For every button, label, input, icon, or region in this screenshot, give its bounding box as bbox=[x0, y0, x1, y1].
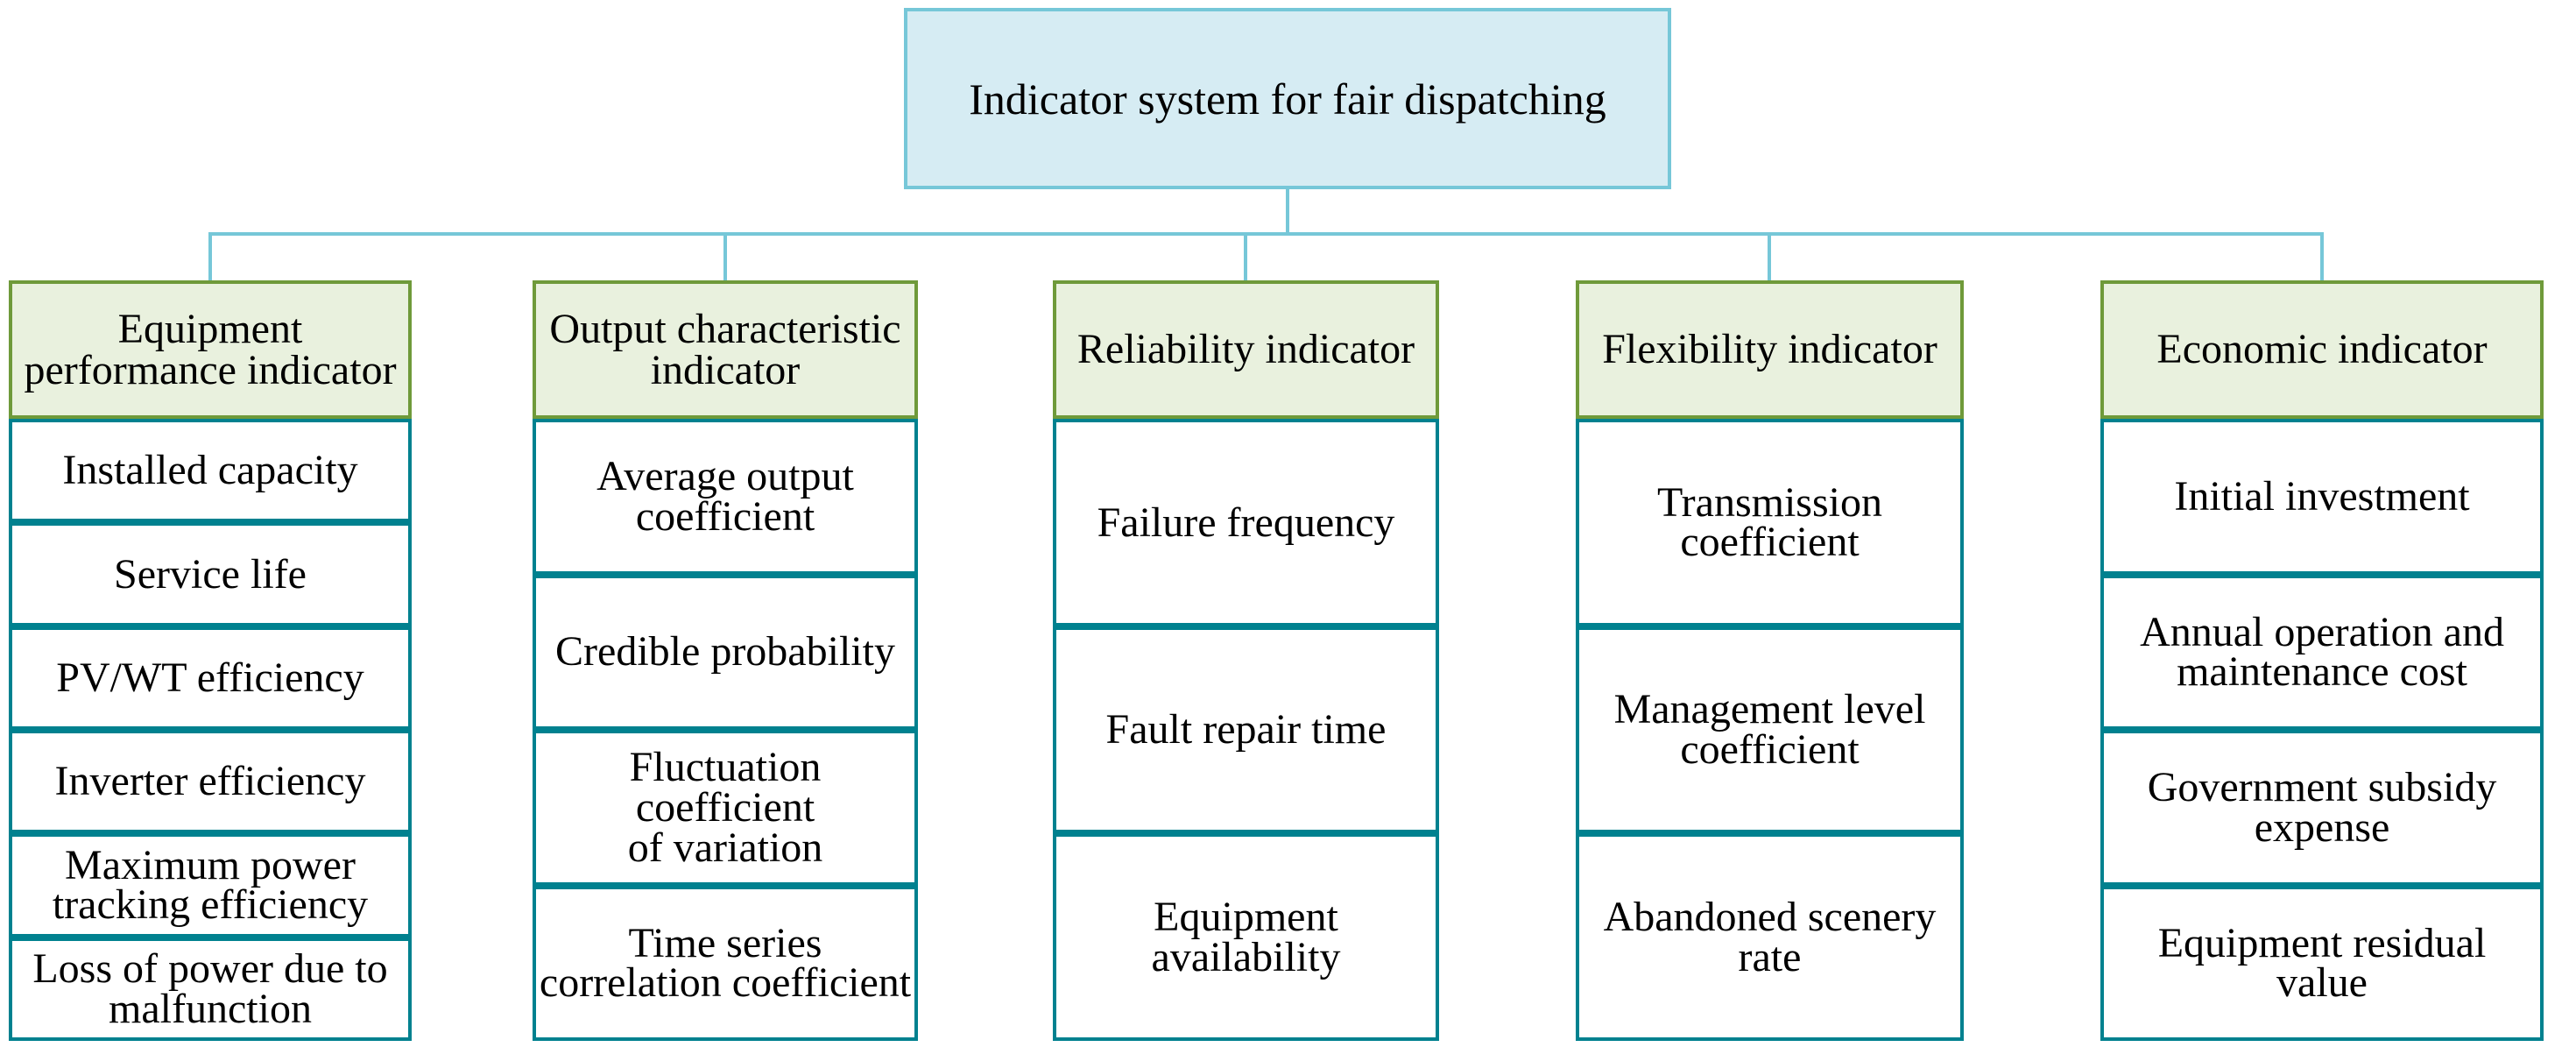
root-node-label: Indicator system for fair dispatching bbox=[969, 74, 1606, 124]
indicator-item: Fault repair time bbox=[1053, 626, 1439, 834]
indicator-item-label: Management level coefficient bbox=[1613, 686, 1926, 773]
indicator-item-label: Abandoned scenery rate bbox=[1603, 894, 1937, 980]
indicator-item-label: Equipment residual value bbox=[2157, 919, 2487, 1007]
indicator-item: Initial investment bbox=[2100, 419, 2544, 575]
indicator-column: Equipment performance indicator Installe… bbox=[9, 280, 412, 1041]
indicator-item-label: Average output coefficient bbox=[596, 453, 854, 540]
column-header-label: Economic indicator bbox=[2156, 326, 2488, 373]
indicator-item-label: PV/WT efficiency bbox=[56, 654, 364, 702]
indicator-item-label: Annual operation and maintenance cost bbox=[2140, 608, 2504, 696]
indicator-item: Management level coefficient bbox=[1576, 626, 1964, 834]
indicator-item: Loss of power due to malfunction bbox=[9, 937, 412, 1041]
indicator-item-label: Equipment availability bbox=[1151, 894, 1341, 980]
column-header-label: Output characteristic indicator bbox=[549, 305, 901, 393]
indicator-item-label: Loss of power due to malfunction bbox=[32, 945, 388, 1032]
indicator-item: Fluctuation coefficient of variation bbox=[533, 730, 918, 886]
indicator-column: Reliability indicator Failure frequency … bbox=[1053, 280, 1439, 1042]
indicator-column: Economic indicator Initial investment An… bbox=[2100, 280, 2544, 1041]
indicator-item: Equipment availability bbox=[1053, 833, 1439, 1042]
root-node: Indicator system for fair dispatching bbox=[904, 8, 1671, 189]
connector-stub bbox=[1244, 234, 1247, 282]
column-header: Flexibility indicator bbox=[1576, 280, 1964, 419]
indicator-item-label: Transmission coefficient bbox=[1657, 478, 1882, 566]
indicator-column: Output characteristic indicator Average … bbox=[533, 280, 918, 1041]
indicator-item: Transmission coefficient bbox=[1576, 419, 1964, 626]
column-header: Equipment performance indicator bbox=[9, 280, 412, 419]
connector-stub bbox=[2320, 234, 2324, 282]
connector-horizontal bbox=[208, 232, 2324, 236]
indicator-item-label: Failure frequency bbox=[1097, 499, 1395, 546]
indicator-item-label: Fault repair time bbox=[1105, 706, 1387, 753]
column-header-label: Reliability indicator bbox=[1076, 326, 1415, 373]
column-header: Output characteristic indicator bbox=[533, 280, 918, 419]
column-header-label: Equipment performance indicator bbox=[24, 305, 397, 393]
indicator-item: Service life bbox=[9, 522, 412, 626]
indicator-item-label: Initial investment bbox=[2174, 472, 2470, 520]
column-header: Reliability indicator bbox=[1053, 280, 1439, 419]
indicator-item: Average output coefficient bbox=[533, 419, 918, 575]
indicator-item-label: Inverter efficiency bbox=[54, 758, 366, 805]
indicator-item: PV/WT efficiency bbox=[9, 626, 412, 730]
indicator-item-label: Fluctuation coefficient of variation bbox=[627, 744, 823, 871]
indicator-item: Credible probability bbox=[533, 574, 918, 730]
indicator-column: Flexibility indicator Transmission coeff… bbox=[1576, 280, 1964, 1042]
column-header-label: Flexibility indicator bbox=[1602, 326, 1937, 373]
indicator-item: Equipment residual value bbox=[2100, 885, 2544, 1041]
indicator-item-label: Credible probability bbox=[555, 628, 895, 676]
indicator-item: Installed capacity bbox=[9, 419, 412, 523]
indicator-item: Annual operation and maintenance cost bbox=[2100, 574, 2544, 730]
indicator-item-label: Installed capacity bbox=[62, 447, 358, 494]
indicator-item-label: Service life bbox=[114, 550, 307, 598]
indicator-item: Maximum power tracking efficiency bbox=[9, 833, 412, 937]
indicator-item: Government subsidy expense bbox=[2100, 730, 2544, 886]
indicator-item: Abandoned scenery rate bbox=[1576, 833, 1964, 1042]
indicator-item: Failure frequency bbox=[1053, 419, 1439, 626]
indicator-item-label: Time series correlation coefficient bbox=[539, 919, 912, 1007]
column-header: Economic indicator bbox=[2100, 280, 2544, 419]
indicator-item: Time series correlation coefficient bbox=[533, 885, 918, 1041]
indicator-item: Inverter efficiency bbox=[9, 729, 412, 834]
connector-stub bbox=[1768, 234, 1771, 282]
connector-trunk bbox=[1286, 186, 1289, 235]
connector-stub bbox=[723, 234, 727, 282]
connector-stub bbox=[208, 234, 212, 282]
indicator-item-label: Maximum power tracking efficiency bbox=[52, 841, 369, 929]
indicator-item-label: Government subsidy expense bbox=[2147, 764, 2497, 851]
